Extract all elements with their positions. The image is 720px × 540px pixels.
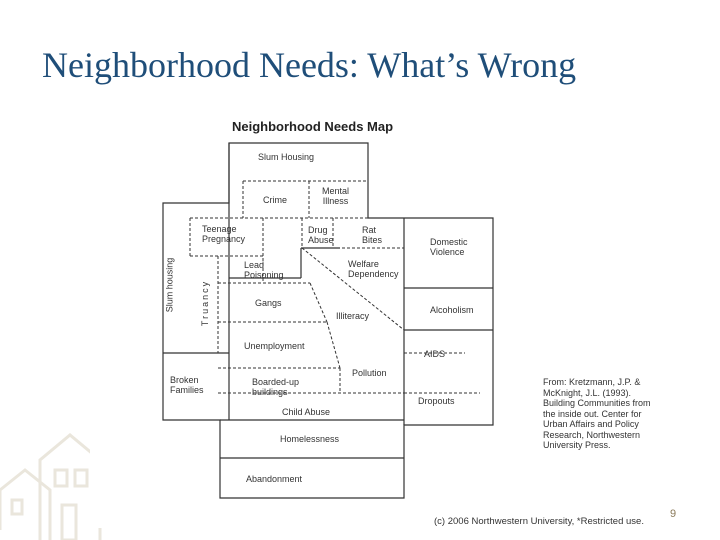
cell-illiteracy: Illiteracy [336,311,370,321]
cell-boarded-up-buildings: Boarded-up buildings [252,377,300,397]
cell-rat-bites: Rat Bites [362,225,383,245]
neighborhood-needs-map-figure: Neighborhood Needs Map Slum Housing Crim… [90,108,660,528]
cell-pollution: Pollution [352,368,387,378]
cell-mental-illness: Mental Illness [322,186,350,206]
copyright-footer: (c) 2006 Northwestern University, *Restr… [434,516,644,527]
source-citation: From: Kretzmann, J.P. & McKnight, J.L. (… [543,377,651,450]
cell-lead-poisoning: Lead Poisoning [244,260,284,280]
map-grid [162,142,494,499]
cell-drug-abuse: Drug Abuse [308,225,334,245]
cell-gangs: Gangs [255,298,282,308]
map-heading: Neighborhood Needs Map [232,119,394,134]
page-number: 9 [670,508,677,520]
cell-crime: Crime [263,195,287,205]
cell-alcoholism: Alcoholism [430,305,474,315]
cell-abandonment: Abandonment [246,474,303,484]
cell-aids: AIDS [424,349,446,359]
cell-homelessness: Homelessness [280,434,340,444]
decorative-houses [0,433,102,540]
cell-truancy: Truancy [200,279,211,327]
slide-title: Neighborhood Needs: What’s Wrong [42,45,577,85]
cell-unemployment: Unemployment [244,341,305,351]
cell-child-abuse: Child Abuse [282,407,331,417]
cell-welfare-dependency: Welfare Dependency [348,259,399,279]
cell-slum-housing-side: Slum housing [164,257,175,313]
cell-slum-housing-top: Slum Housing [258,152,315,162]
cell-broken-families: Broken Families [170,375,204,395]
cell-dropouts: Dropouts [418,396,455,406]
cell-domestic-violence: Domestic Violence [430,237,468,257]
cell-teenage-pregnancy: Teenage Pregnancy [202,224,246,244]
